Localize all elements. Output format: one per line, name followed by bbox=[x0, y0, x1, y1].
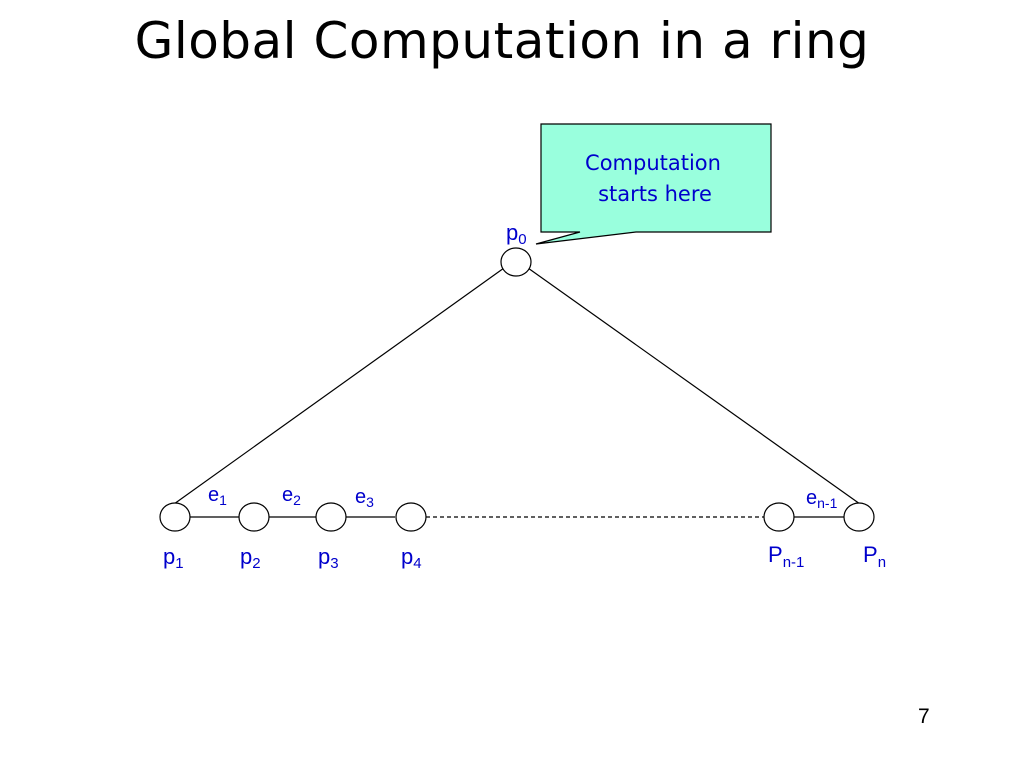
node-p2 bbox=[238, 502, 270, 532]
callout-bubble bbox=[535, 123, 772, 245]
callout-line-1: Computation bbox=[585, 151, 721, 175]
node-p0 bbox=[500, 247, 532, 277]
label-en1: en-1 bbox=[806, 487, 838, 511]
label-e1: e1 bbox=[208, 484, 227, 508]
label-p3: p3 bbox=[318, 544, 339, 572]
node-pn bbox=[843, 502, 875, 532]
link-p0-pn bbox=[527, 267, 861, 505]
label-p4: p4 bbox=[401, 544, 422, 572]
label-e2: e2 bbox=[282, 484, 301, 508]
node-p1 bbox=[159, 502, 191, 532]
label-p2: p2 bbox=[240, 544, 261, 572]
slide-title: Global Computation in a ring bbox=[134, 12, 870, 70]
page-number: 7 bbox=[918, 705, 930, 728]
link-p0-p1 bbox=[173, 267, 505, 505]
label-p1: p1 bbox=[163, 544, 184, 572]
node-p4 bbox=[395, 502, 427, 532]
label-pn1: Pn-1 bbox=[768, 542, 804, 571]
label-pn: Pn bbox=[863, 542, 886, 571]
node-p3 bbox=[315, 502, 347, 532]
label-p0: p0 bbox=[506, 220, 527, 248]
label-e3: e3 bbox=[355, 486, 374, 510]
node-pn1 bbox=[763, 502, 795, 532]
callout-line-2: starts here bbox=[598, 182, 712, 206]
